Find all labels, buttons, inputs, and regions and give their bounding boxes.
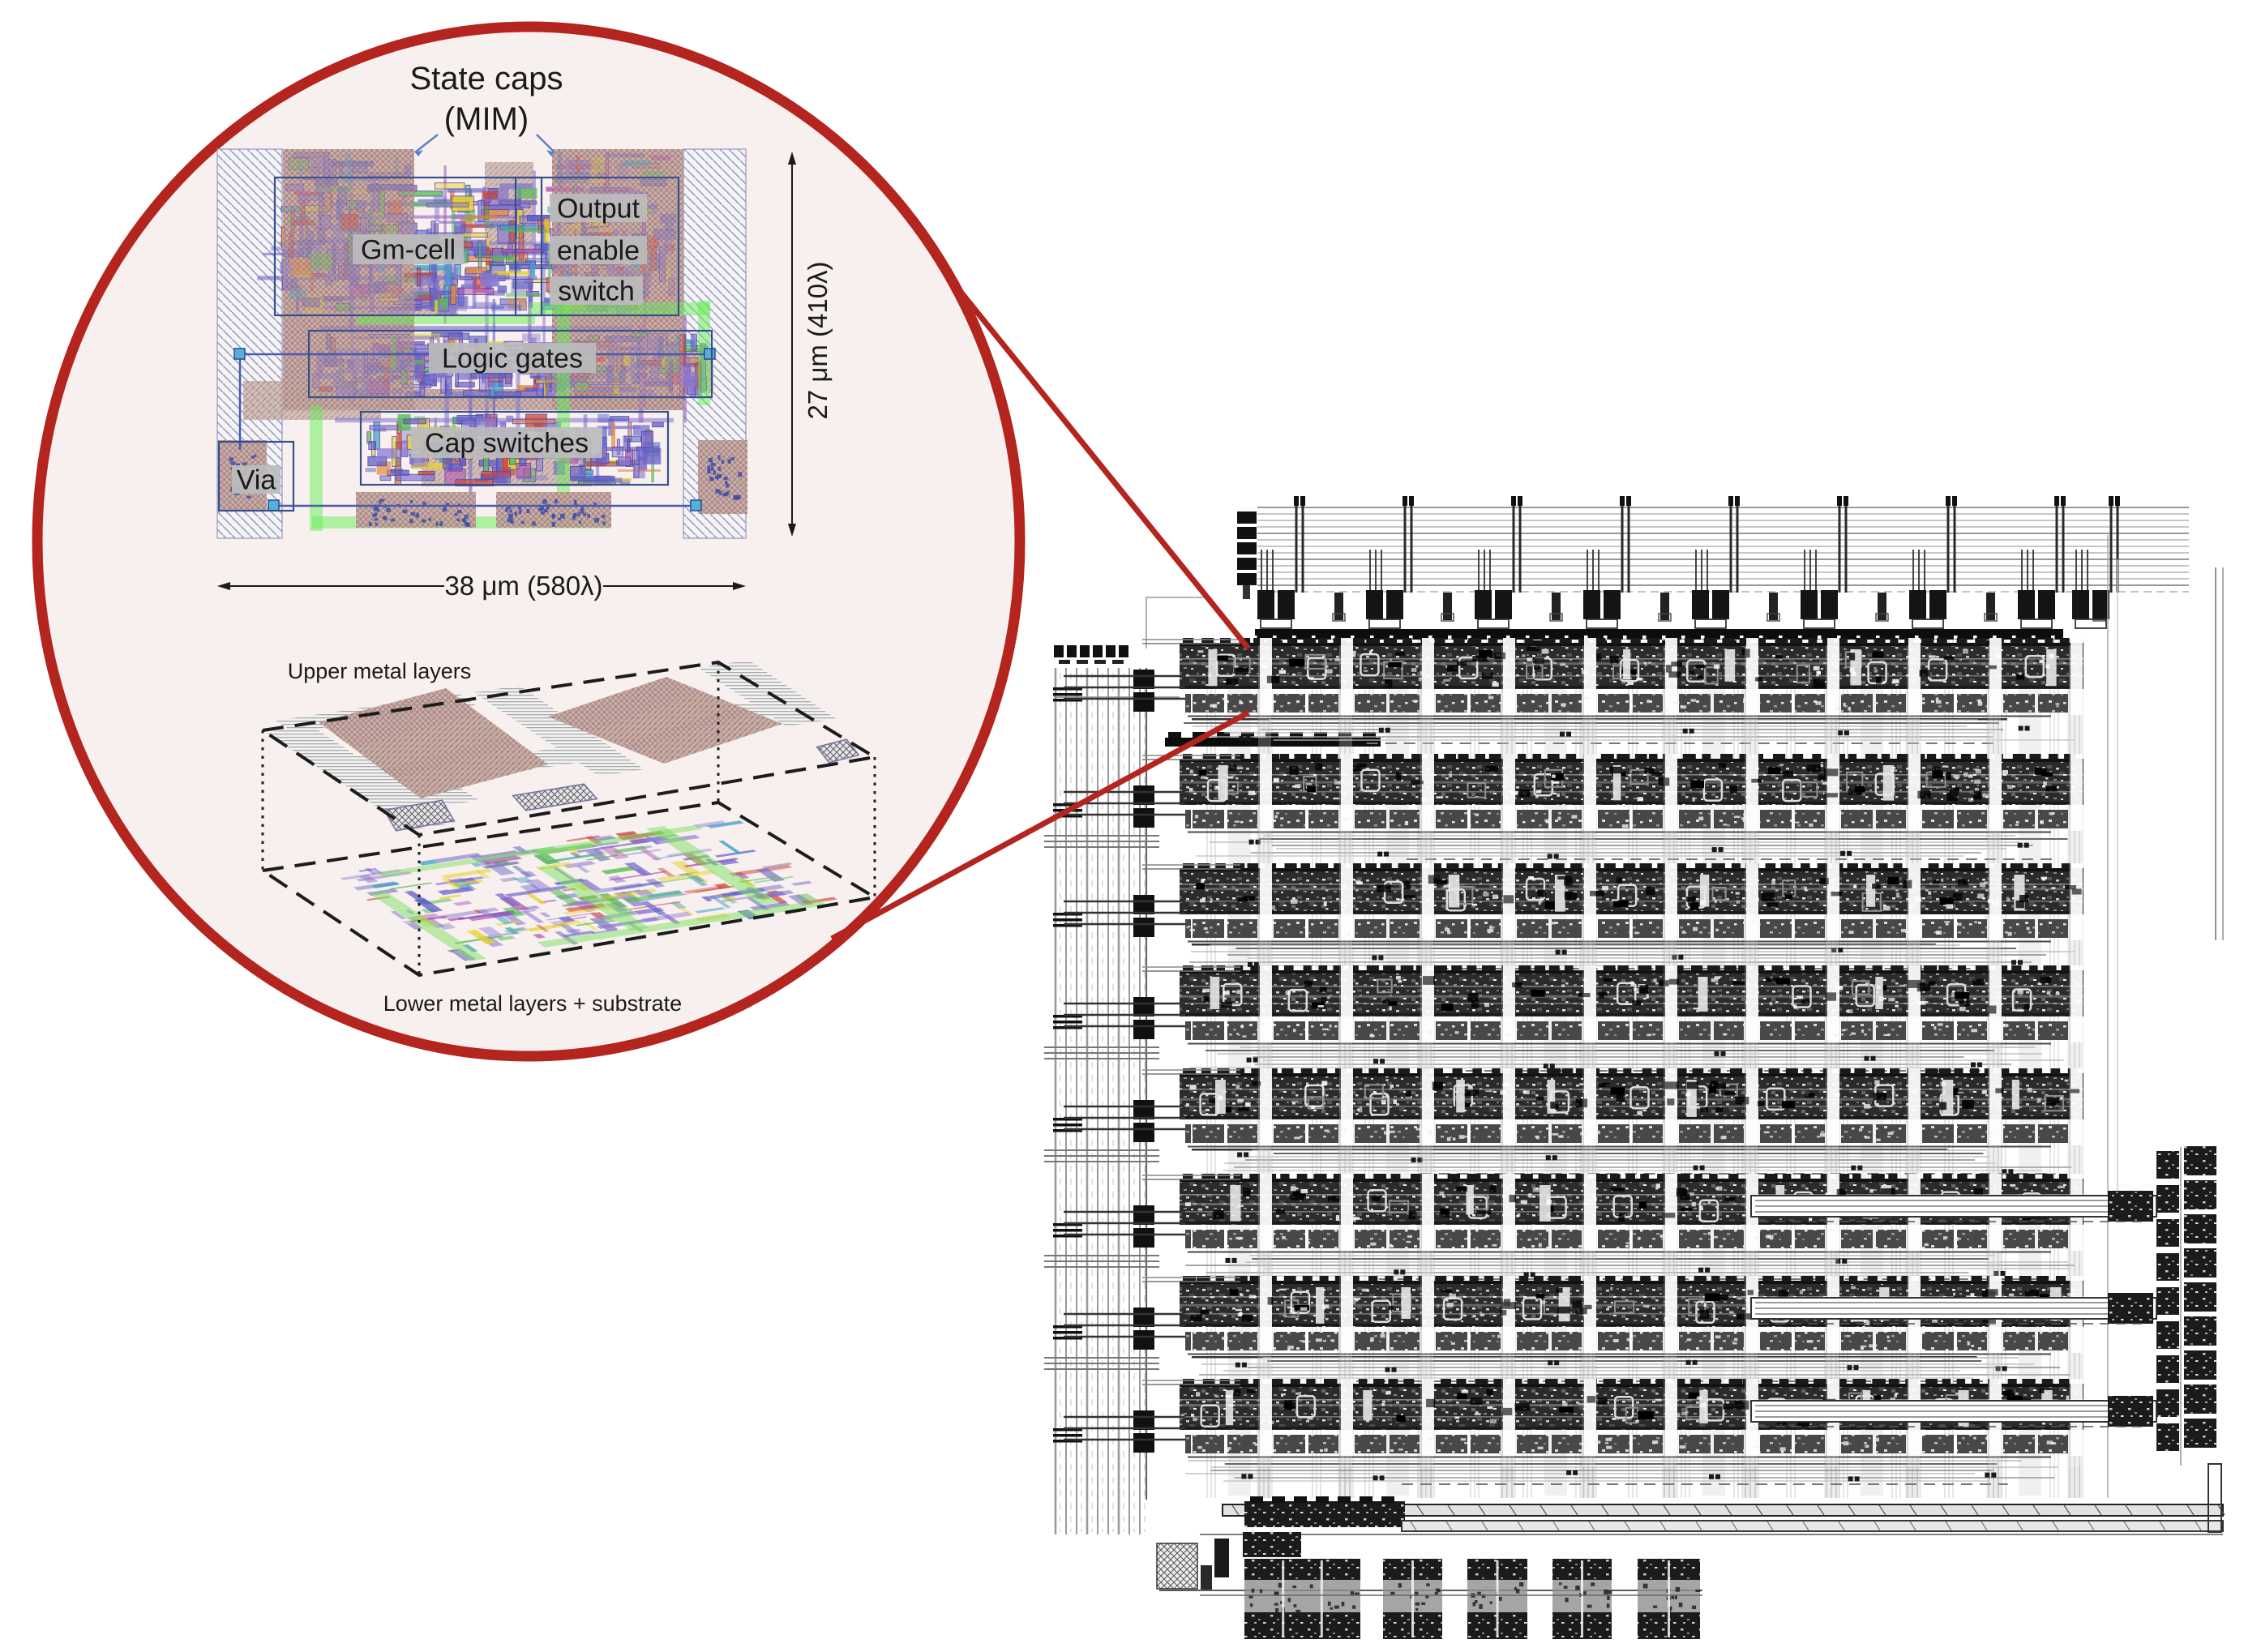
svg-text:Via: Via	[237, 464, 276, 495]
svg-text:38 μm (580λ): 38 μm (580λ)	[444, 571, 602, 601]
svg-text:State caps: State caps	[409, 61, 563, 96]
svg-text:switch: switch	[558, 276, 634, 306]
svg-text:Gm-cell: Gm-cell	[361, 234, 456, 265]
svg-text:27 μm (410λ): 27 μm (410λ)	[803, 261, 833, 419]
svg-text:Lower metal layers + substrate: Lower metal layers + substrate	[383, 991, 682, 1016]
svg-text:Logic gates: Logic gates	[442, 343, 583, 374]
svg-text:Output: Output	[557, 193, 640, 224]
svg-text:enable: enable	[557, 235, 640, 266]
svg-text:Upper metal layers: Upper metal layers	[288, 659, 472, 683]
svg-text:Cap switches: Cap switches	[425, 428, 589, 459]
svg-text:(MIM): (MIM)	[444, 101, 529, 137]
